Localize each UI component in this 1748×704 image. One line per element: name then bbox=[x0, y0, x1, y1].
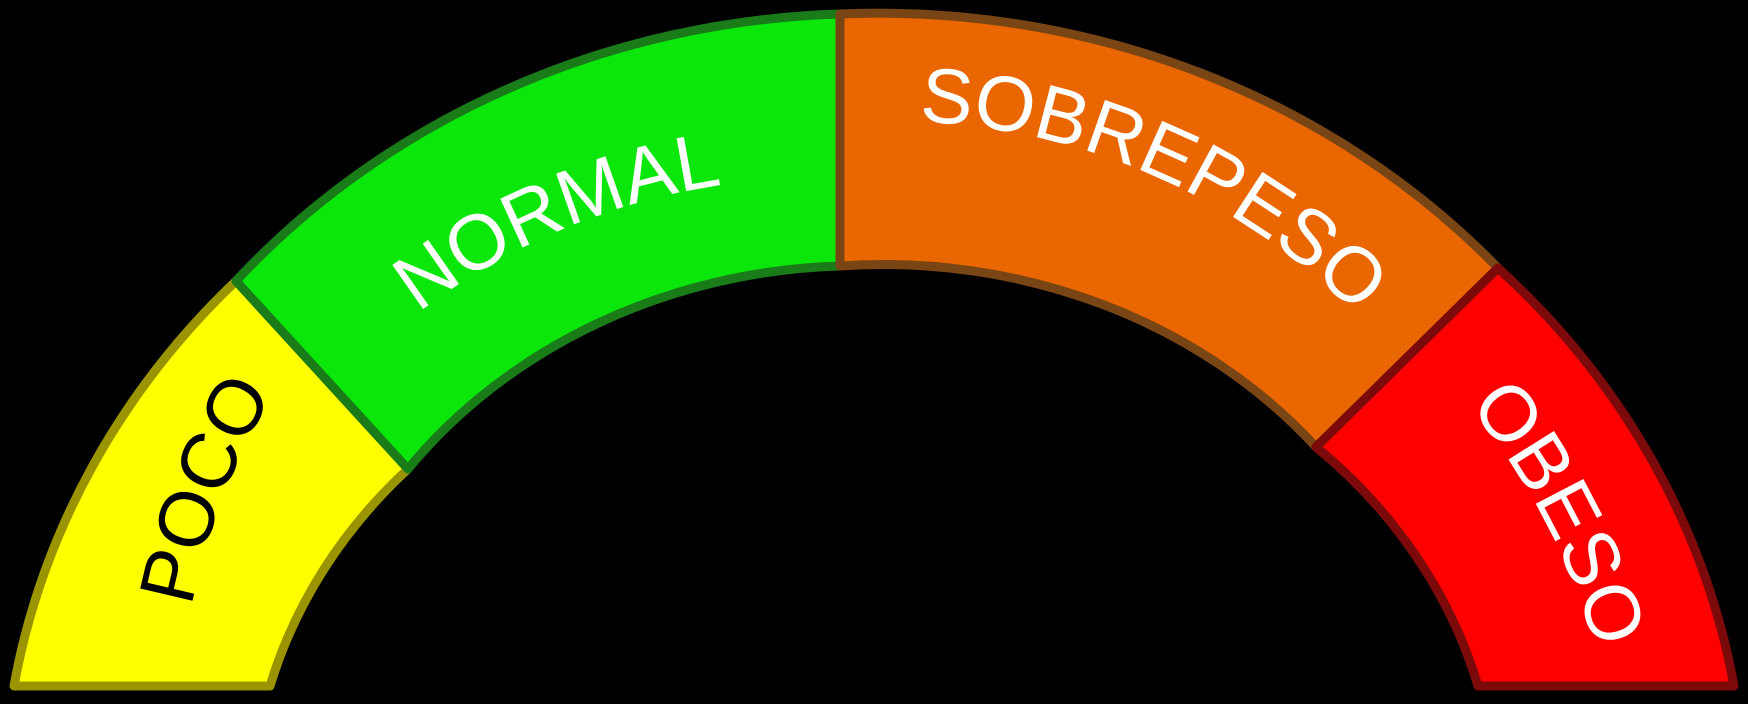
segment-poco-band bbox=[9, 276, 413, 691]
segment-poco: POCO bbox=[9, 276, 413, 691]
segment-normal: NORMAL bbox=[231, 9, 845, 474]
segment-obeso-band bbox=[1311, 263, 1739, 691]
